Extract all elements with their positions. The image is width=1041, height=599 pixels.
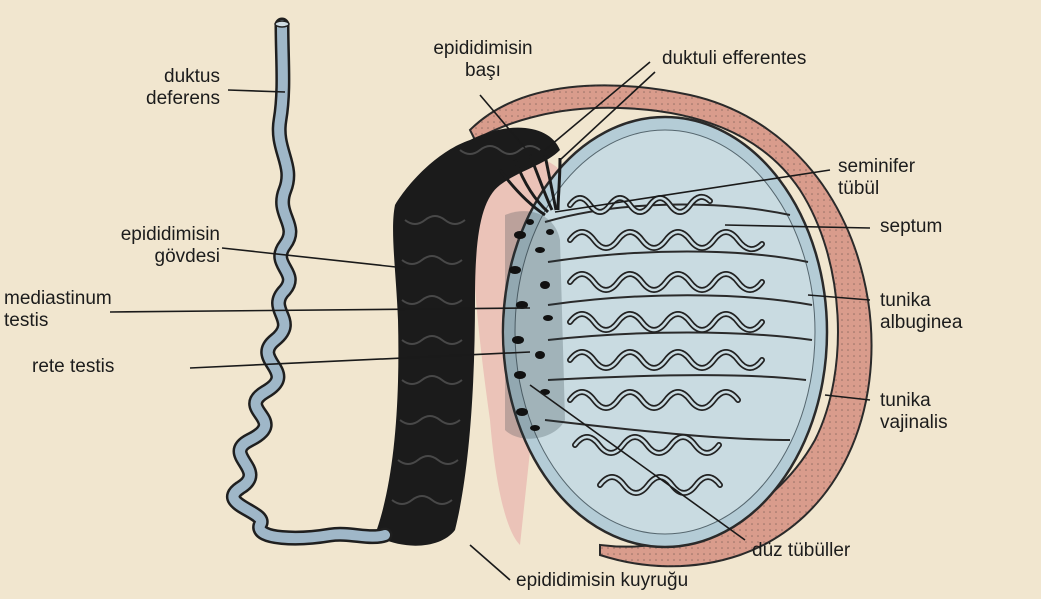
label-duktus-deferens: duktus deferens	[60, 66, 220, 110]
label-tunika-vajinalis: tunika vajinalis	[880, 390, 948, 434]
label-duz-tubuller: düz tübüller	[752, 540, 850, 562]
label-epididimisin-govdesi: epididimisin gövdesi	[30, 224, 220, 268]
label-rete-testis: rete testis	[32, 356, 114, 378]
label-mediastinum-testis: mediastinum testis	[4, 288, 112, 332]
label-duktuli-efferentes: duktuli efferentes	[662, 48, 806, 70]
ductus-deferens	[233, 25, 385, 538]
label-epididimisin-basi: epididimisin başı	[388, 38, 578, 82]
label-septum: septum	[880, 216, 942, 238]
label-seminifer-tubul: seminifer tübül	[838, 156, 915, 200]
label-epididimisin-kuyrugu: epididimisin kuyruğu	[516, 570, 688, 592]
label-tunika-albuginea: tunika albuginea	[880, 290, 962, 334]
